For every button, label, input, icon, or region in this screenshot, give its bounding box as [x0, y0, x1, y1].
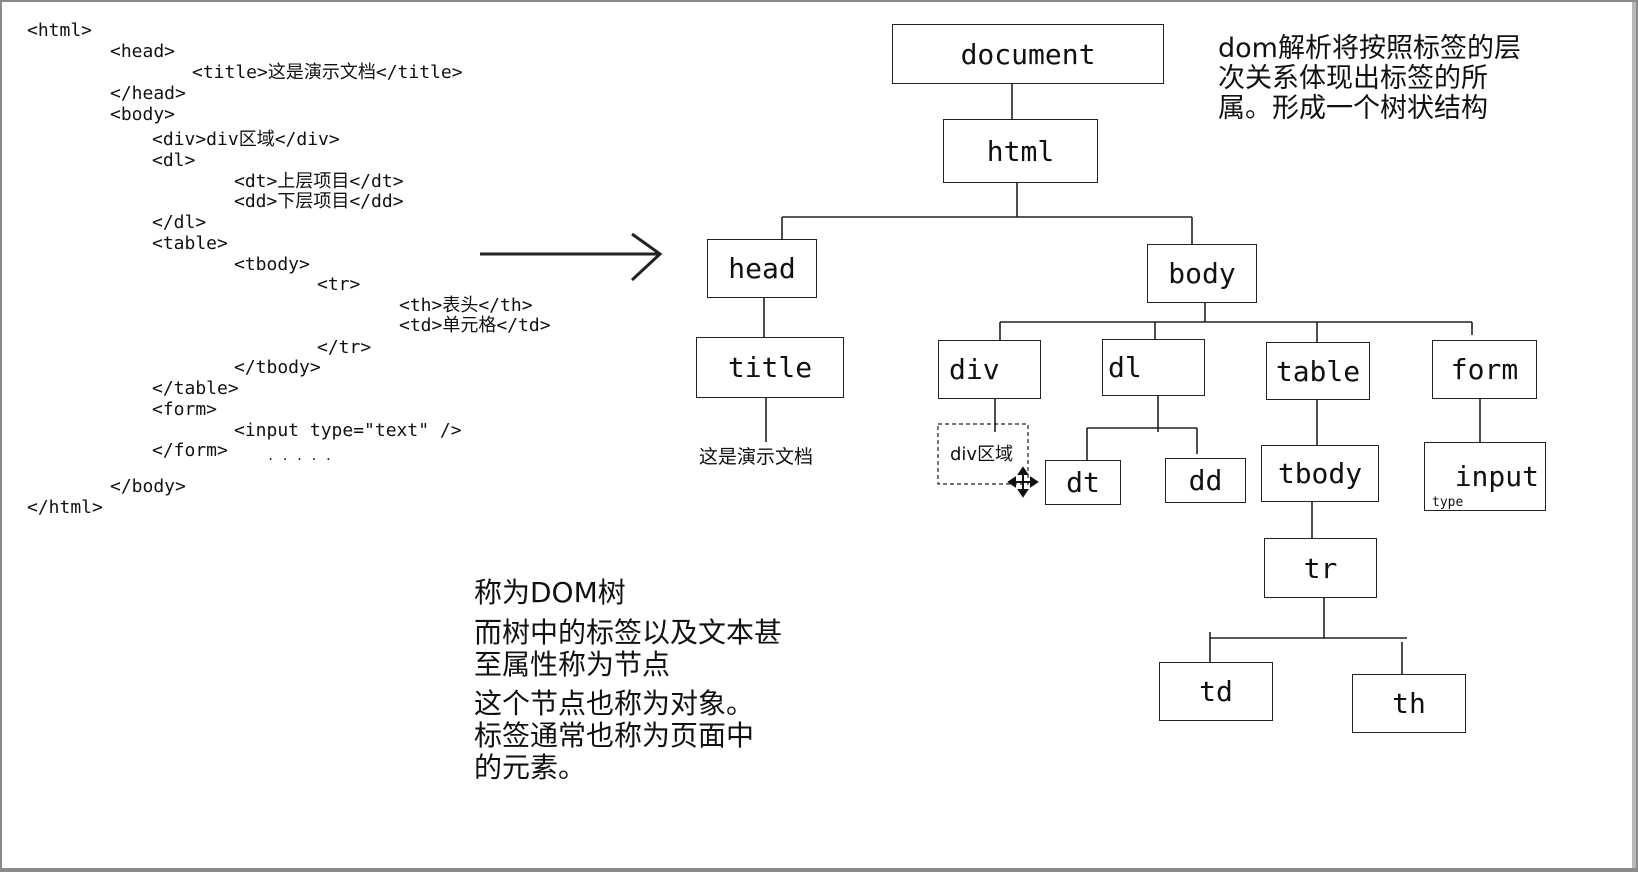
arrow-head	[630, 232, 663, 282]
code-line: <table>	[152, 233, 228, 254]
node-html: html	[943, 119, 1098, 183]
code-line: </head>	[110, 83, 186, 104]
node-tbody: tbody	[1261, 445, 1379, 502]
code-line: </tr>	[317, 337, 372, 358]
code-line: </tbody>	[234, 357, 321, 378]
code-line: <tr>	[317, 274, 361, 295]
code-line: <form>	[152, 399, 218, 420]
move-cursor-icon	[1007, 466, 1039, 498]
code-line: <dl>	[152, 150, 196, 171]
selection-box	[937, 423, 1029, 485]
code-line: </dl>	[152, 212, 207, 233]
code-line: </body>	[110, 476, 186, 497]
node-body: body	[1147, 244, 1257, 303]
node-input: input	[1424, 442, 1546, 511]
code-line: </form>	[152, 440, 228, 461]
code-line: <dd>下层项目</dd>	[234, 191, 404, 212]
code-line: <div>div区域</div>	[152, 129, 340, 150]
note-top-right: dom解析将按照标签的层 次关系体现出标签的所 属。形成一个树状结构	[1218, 33, 1521, 124]
code-line: <th>表头</th>	[399, 295, 533, 316]
code-line: <tbody>	[234, 254, 310, 275]
code-line: <title>这是演示文档</title>	[192, 62, 463, 83]
code-ellipsis: . . . . .	[267, 449, 333, 463]
node-title: title	[696, 337, 844, 398]
scrollbar[interactable]	[1632, 2, 1636, 868]
node-div-text: div区域	[950, 444, 1014, 465]
code-line: </html>	[27, 497, 103, 518]
note-objects-elements: 这个节点也称为对象。 标签通常也称为页面中 的元素。	[474, 687, 755, 784]
code-line: <input type="text" />	[234, 420, 462, 441]
node-table: table	[1266, 342, 1370, 400]
node-document: document	[892, 24, 1164, 84]
node-input-attr: type	[1432, 495, 1464, 510]
code-line: <body>	[110, 104, 176, 125]
code-line: </table>	[152, 378, 239, 399]
node-dt: dt	[1045, 460, 1121, 505]
note-dom-tree: 称为DOM树	[474, 576, 626, 609]
node-th: th	[1352, 674, 1466, 733]
code-line: <head>	[110, 41, 176, 62]
note-nodes: 而树中的标签以及文本甚 至属性称为节点	[474, 616, 783, 681]
node-td: td	[1159, 662, 1273, 721]
node-title-text: 这是演示文档	[699, 446, 814, 468]
node-div: div	[938, 340, 1041, 399]
node-input-label: input	[1454, 460, 1539, 493]
node-head: head	[707, 239, 817, 298]
node-form: form	[1432, 340, 1537, 399]
code-line: <td>单元格</td>	[399, 315, 551, 336]
node-tr: tr	[1264, 538, 1377, 598]
code-line: <dt>上层项目</dt>	[234, 171, 404, 192]
node-dd: dd	[1165, 458, 1246, 503]
code-line: <html>	[27, 20, 93, 41]
node-dl: dl	[1102, 339, 1205, 396]
